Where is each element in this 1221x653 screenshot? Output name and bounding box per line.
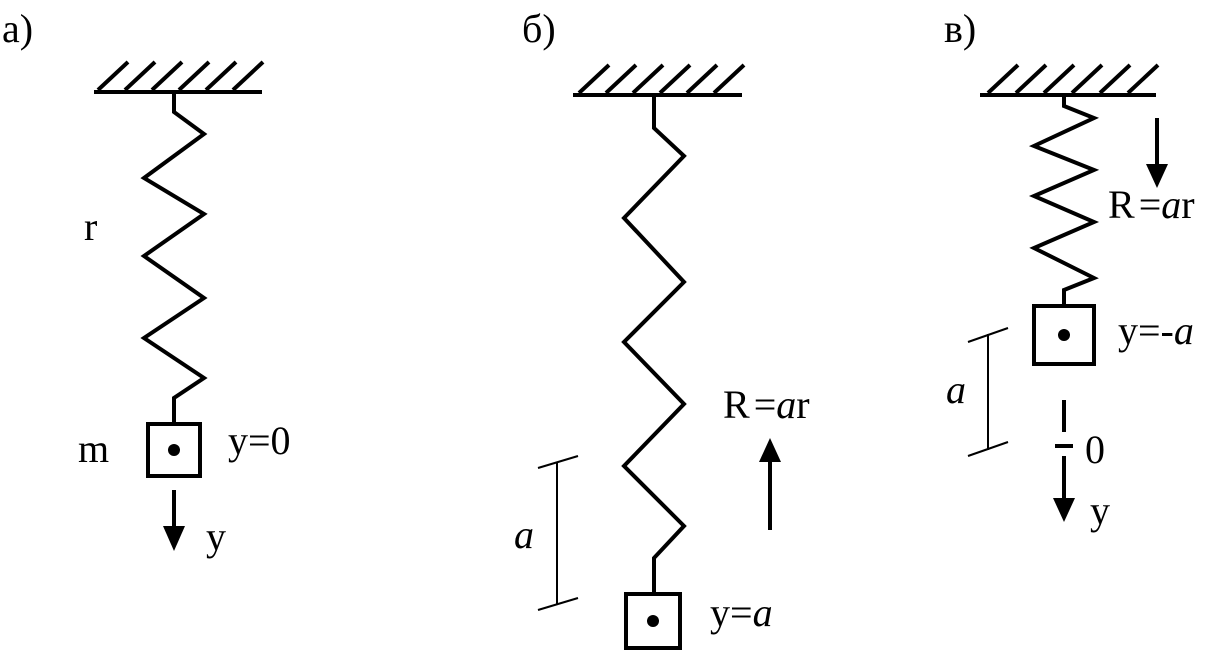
panel-b-force-tail: r: [796, 382, 809, 427]
panel-b-position-label: y=a: [710, 590, 773, 635]
panel-c-displacement-label: a: [946, 367, 966, 412]
panel-c-y-axis: [1053, 400, 1075, 522]
panel-c-position-main: y=-: [1118, 308, 1174, 353]
panel-c: в) R=ar y=-a a: [944, 6, 1195, 533]
panel-c-zero-label: 0: [1085, 427, 1105, 472]
panel-b-force-eq: =: [754, 382, 777, 427]
panel-c-displacement-bracket: [967, 327, 1009, 457]
panel-c-position-italic: a: [1174, 308, 1194, 353]
panel-a-spring-label: r: [84, 204, 97, 249]
panel-b-mass: [624, 592, 682, 650]
panel-c-force-eq: =: [1139, 182, 1162, 227]
panel-b-ceiling: [573, 63, 746, 97]
panel-a-label: а): [2, 6, 33, 51]
panel-b-force-italic: a: [776, 382, 796, 427]
panel-c-force-tail: r: [1181, 182, 1194, 227]
panel-b-force-label: R=ar: [723, 382, 810, 427]
panel-b-displacement-label: a: [514, 512, 534, 557]
panel-c-force-arrow: [1146, 118, 1168, 188]
panel-b-spring: [621, 95, 687, 592]
panel-a-ceiling: [94, 60, 265, 94]
panel-c-force-label: R=ar: [1108, 182, 1195, 227]
panel-b-position-italic: a: [753, 590, 773, 635]
panel-a-mass-label: m: [78, 426, 109, 471]
panel-c-force-main: R: [1108, 182, 1135, 227]
panel-c-spring: [1028, 95, 1100, 305]
panel-b-displacement-bracket: [537, 455, 579, 611]
panel-c-label: в): [944, 6, 976, 51]
panel-a-axis-label: y: [206, 514, 226, 559]
panel-a-mass: [146, 422, 202, 478]
panel-b: б) y=a R=ar a: [514, 6, 810, 650]
panel-c-force-italic: a: [1161, 182, 1181, 227]
panel-b-force-main: R: [723, 382, 750, 427]
panel-c-axis-label: y: [1090, 488, 1110, 533]
panel-c-ceiling: [980, 63, 1160, 97]
panel-c-position-label: y=-a: [1118, 308, 1194, 353]
panel-b-label: б): [522, 6, 556, 51]
panel-a-position-label: y=0: [228, 418, 291, 463]
panel-a-y-arrow: [163, 490, 185, 551]
panel-c-mass: [1032, 304, 1096, 366]
panel-a: а) r m y=0 y: [2, 6, 291, 559]
panel-b-position-main: y=: [710, 590, 753, 635]
panel-a-spring: [140, 92, 208, 424]
panel-b-force-arrow: [759, 438, 781, 530]
